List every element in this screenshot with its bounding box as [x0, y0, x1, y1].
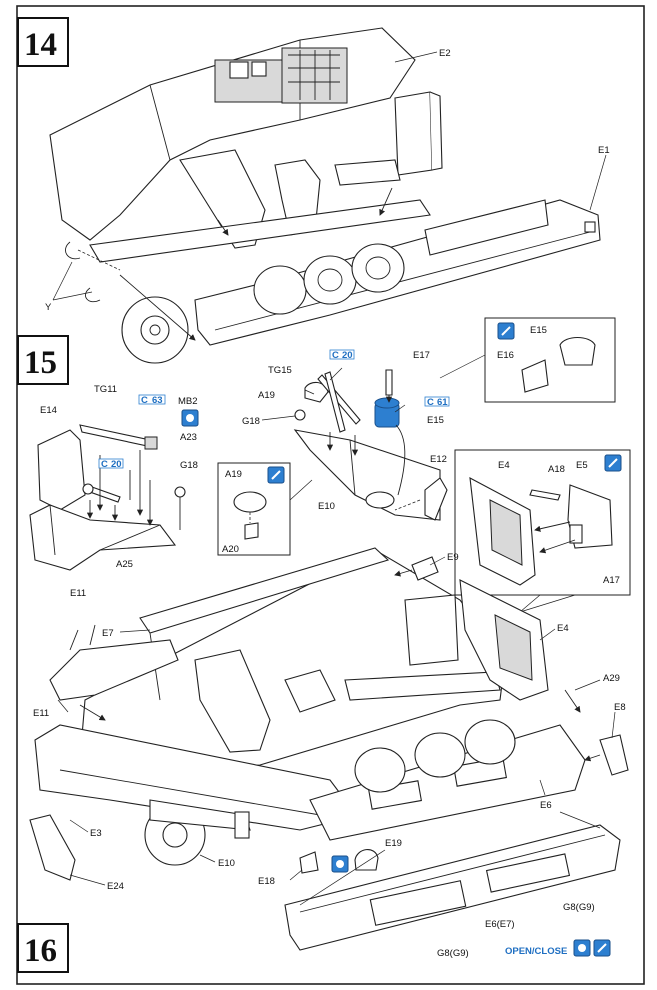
label-e11-upper: E11 [70, 588, 86, 599]
label-e4: E4 [557, 623, 569, 634]
open-close-label: OPEN/CLOSE [505, 946, 567, 957]
label-e11: E11 [33, 708, 49, 719]
sprue-ref-c63: C 63 [138, 394, 166, 406]
label-e4-callout: E4 [498, 460, 510, 471]
label-y: Y [45, 302, 52, 313]
sprue-ref-c20-a: C 20 [98, 458, 124, 470]
step-14-drawing: E2 E1 Y [45, 27, 610, 364]
label-a29: A29 [603, 673, 620, 684]
label-e1: E1 [598, 145, 610, 156]
part-e14 [37, 429, 86, 511]
label-tg15: TG15 [268, 365, 292, 376]
label-e19: E19 [385, 838, 402, 849]
step-16-number: 16 [24, 933, 57, 969]
label-e6e7: E6(E7) [485, 919, 515, 930]
label-e24: E24 [107, 881, 124, 892]
label-e8: E8 [614, 702, 626, 713]
label-g18-center: G18 [242, 416, 260, 427]
svg-text:20: 20 [342, 350, 353, 361]
label-e18: E18 [258, 876, 275, 887]
label-e15-callout: E15 [530, 325, 547, 336]
svg-text:C: C [141, 395, 148, 406]
svg-text:61: 61 [437, 397, 448, 408]
label-e15: E15 [427, 415, 444, 426]
label-e14: E14 [40, 405, 57, 416]
label-g8g9-right: G8(G9) [563, 902, 595, 913]
svg-text:C: C [101, 459, 108, 470]
label-a25: A25 [116, 559, 133, 570]
label-tg11: TG11 [94, 384, 117, 395]
page-frame [16, 5, 645, 985]
label-e10-upper: E10 [318, 501, 335, 512]
label-e5: E5 [576, 460, 588, 471]
step-15-badge: 15 [17, 335, 69, 385]
label-a20: A20 [222, 544, 239, 555]
step-14-number: 14 [24, 27, 57, 63]
sprue-ref-c20-b: C 20 [329, 349, 355, 361]
label-e16: E16 [497, 350, 514, 361]
label-g18-left: G18 [180, 460, 198, 471]
step-15-drawing: C 63 C 20 [29, 317, 631, 613]
label-e9: E9 [447, 552, 459, 563]
label-e17: E17 [413, 350, 430, 361]
label-e10: E10 [218, 858, 235, 869]
label-e12: E12 [430, 454, 447, 465]
label-a19: A19 [258, 390, 275, 401]
svg-text:63: 63 [152, 395, 163, 406]
label-e2: E2 [439, 48, 451, 59]
label-a17: A17 [603, 575, 620, 586]
label-e3: E3 [90, 828, 102, 839]
svg-text:C: C [332, 350, 339, 361]
step-16-drawing: OPEN/CLOSE E9 E7 E4 A29 E8 E11 E3 E24 E1… [29, 547, 629, 959]
label-a18: A18 [548, 464, 565, 475]
svg-text:C: C [427, 397, 434, 408]
sprue-ref-c61: C 61 [424, 396, 450, 408]
step-16-badge: 16 [17, 923, 69, 973]
label-g8g9-left: G8(G9) [437, 948, 469, 959]
label-e6: E6 [540, 800, 552, 811]
label-e7: E7 [102, 628, 114, 639]
label-a23: A23 [180, 432, 197, 443]
step-14-badge: 14 [17, 17, 69, 67]
svg-text:20: 20 [111, 459, 122, 470]
label-a19-callout: A19 [225, 469, 242, 480]
assembly-symbol-icon [181, 409, 199, 427]
label-mb2: MB2 [178, 396, 198, 407]
step-15-number: 15 [24, 345, 57, 381]
